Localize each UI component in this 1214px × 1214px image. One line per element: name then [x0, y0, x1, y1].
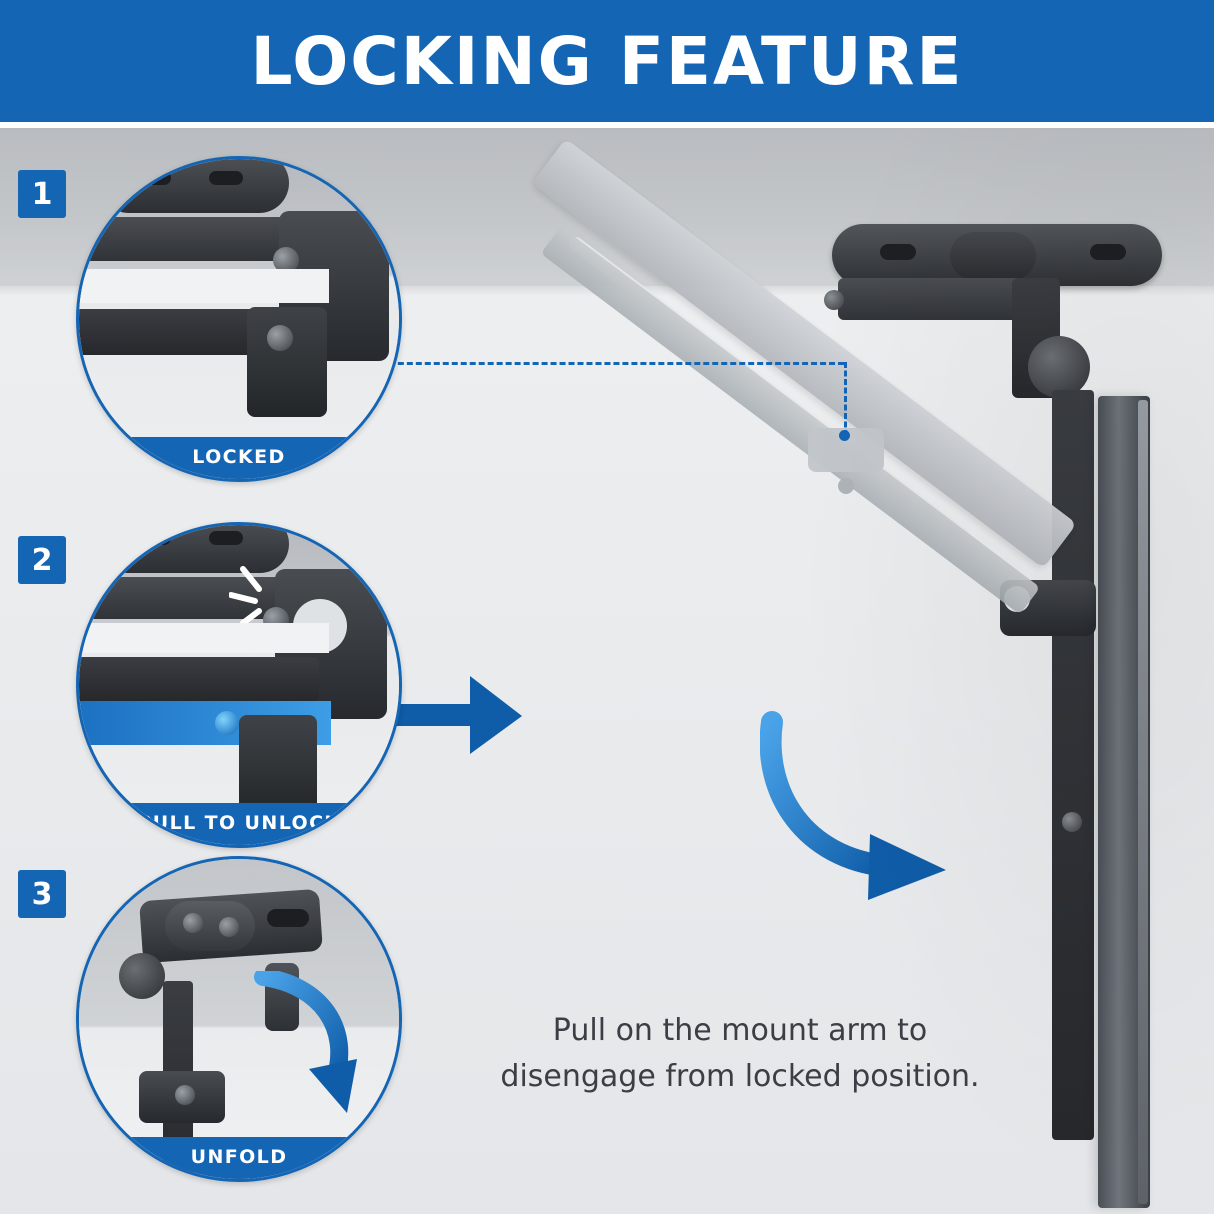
instruction-caption: Pull on the mount arm to disengage from … — [430, 1008, 1050, 1100]
step-badge-2: 2 — [18, 536, 66, 584]
unlock-pull-pin — [215, 711, 239, 735]
bracket-bolt-upper — [824, 290, 844, 310]
unlock-plate-slot-right — [209, 531, 243, 545]
locked-plate — [99, 159, 289, 213]
unlock-plate — [99, 525, 289, 573]
caption-line-2: disengage from locked position. — [500, 1059, 980, 1094]
leader-endpoint-dot — [839, 430, 850, 441]
curved-arrow-icon — [254, 971, 357, 1113]
unfold-plate-bolt-2 — [219, 917, 239, 937]
unfold-plate-bolt-1 — [183, 913, 203, 933]
caption-line-1: Pull on the mount arm to — [552, 1013, 928, 1048]
step-badge-3: 3 — [18, 870, 66, 918]
ceiling-plate-hole-right — [1090, 244, 1126, 260]
unfold-knob — [119, 953, 165, 999]
callout-pull-to-unlock: PULL TO UNLOCK — [76, 522, 402, 848]
callout-label-3: UNFOLD — [79, 1137, 399, 1179]
callout-label-1: LOCKED — [79, 437, 399, 479]
unfold-plate-slot — [267, 909, 309, 927]
callout-unfold: UNFOLD — [76, 856, 402, 1182]
curved-arrow-down-right-icon — [760, 711, 946, 900]
ceiling-plate-swivel — [950, 232, 1036, 280]
locked-bolt-lower — [267, 325, 293, 351]
locked-highlight-band — [79, 269, 329, 303]
callout-label-2: PULL TO UNLOCK — [79, 803, 399, 845]
unlock-plate-slot-left — [137, 531, 171, 545]
locked-plate-slot-right — [209, 171, 243, 185]
locked-latch-tab — [247, 307, 327, 417]
callout-unlock-photo — [79, 525, 399, 845]
header-banner: LOCKING FEATURE — [0, 0, 1214, 122]
mount-arm-ghost-bolt — [838, 478, 854, 494]
callout-locked: LOCKED — [76, 156, 402, 482]
mount-pivot-knob — [1028, 336, 1090, 398]
unlock-highlight-band — [79, 623, 329, 653]
step-badge-1: 1 — [18, 170, 66, 218]
step-number-2: 2 — [31, 542, 53, 578]
arrow-right-icon — [384, 676, 522, 754]
dashed-leader-drop — [844, 362, 847, 436]
release-spark-icon — [229, 566, 262, 626]
product-photo-stage: Pull on the mount arm to disengage from … — [0, 128, 1214, 1214]
callout-unfold-photo — [79, 859, 399, 1179]
header-divider — [0, 122, 1214, 128]
locked-bolt-upper — [273, 247, 299, 273]
post-bolt-2 — [1062, 812, 1082, 832]
step-number-3: 3 — [31, 876, 53, 912]
page-title: LOCKING FEATURE — [250, 22, 964, 100]
unfold-post-bolt — [175, 1085, 195, 1105]
tv-panel-edge-highlight — [1138, 400, 1148, 1204]
dashed-leader-line — [326, 362, 844, 365]
unlock-arm-lower — [79, 657, 319, 701]
step-number-1: 1 — [31, 176, 53, 212]
callout-locked-photo — [79, 159, 399, 479]
unfold-plate-disc — [165, 901, 255, 951]
mount-vertical-post — [1052, 390, 1094, 1140]
unlock-latch-tab — [239, 715, 317, 815]
locked-plate-slot-left — [137, 171, 171, 185]
ceiling-plate-hole-left — [880, 244, 916, 260]
